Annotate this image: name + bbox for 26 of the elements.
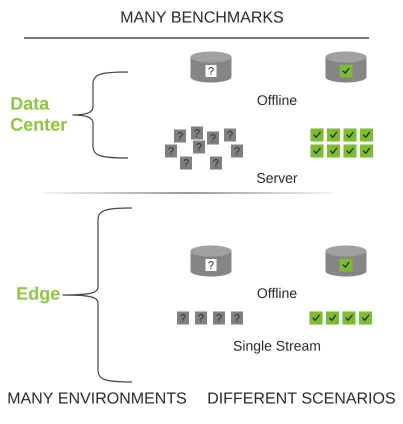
question-tile: ? bbox=[224, 128, 236, 142]
node-label: ? bbox=[196, 143, 202, 151]
question-tile: ? bbox=[191, 126, 203, 140]
question-tile: ? bbox=[174, 130, 186, 142]
heading: MANY BENCHMARKS bbox=[122, 11, 284, 23]
side-label: Data Center bbox=[10, 97, 67, 131]
text-label: Offline bbox=[258, 288, 296, 298]
database-cylinder: ? bbox=[190, 246, 232, 276]
question-tile: ? bbox=[210, 156, 222, 170]
question-tile: ? bbox=[180, 156, 192, 170]
question-tile: ? bbox=[193, 140, 205, 154]
question-tile: ? bbox=[231, 312, 243, 324]
text-label: DIFFERENT SCENARIOS bbox=[208, 392, 395, 404]
text-label: MANY ENVIRONMENTS bbox=[8, 392, 186, 404]
text-label: Server bbox=[257, 173, 298, 183]
question-tile: ? bbox=[195, 312, 207, 324]
question-tile: ? bbox=[207, 132, 219, 144]
text-label: Single Stream bbox=[234, 340, 320, 354]
database-cylinder: ? bbox=[190, 52, 232, 82]
text-label: Offline bbox=[258, 94, 296, 106]
side-label: Edge bbox=[17, 286, 60, 304]
node-label: ? bbox=[194, 129, 200, 137]
question-tile: ? bbox=[231, 144, 243, 158]
question-tile: ? bbox=[165, 144, 177, 158]
question-tile: ? bbox=[177, 312, 189, 324]
question-tile: ? bbox=[213, 312, 225, 324]
